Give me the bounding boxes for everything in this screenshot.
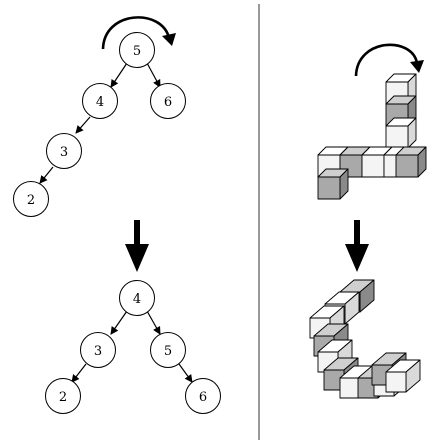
node-label: 5: [164, 344, 172, 359]
cube: [317, 168, 349, 200]
node-label: 2: [59, 390, 67, 405]
tree-edge: [110, 310, 128, 335]
tree-edge: [146, 62, 161, 88]
transition-arrow-icon: [345, 220, 369, 272]
transition-arrow-icon: [125, 220, 149, 272]
tree-node: 5: [150, 332, 186, 368]
tree-node: 6: [185, 378, 221, 414]
tree-node: 5: [119, 32, 155, 68]
node-label: 4: [133, 292, 141, 307]
tree-node: 2: [45, 378, 81, 414]
node-label: 3: [60, 145, 68, 160]
node-label: 5: [133, 44, 141, 59]
tree-edge: [110, 62, 128, 88]
cube: [395, 146, 427, 178]
before-tree: 5 4 6 3 2: [13, 16, 186, 217]
tree-node: 6: [150, 83, 186, 119]
tree-edge: [71, 363, 87, 383]
node-label: 2: [27, 193, 35, 208]
node-label: 6: [164, 95, 172, 110]
tree-edge: [178, 363, 193, 383]
cube-structure-before: [317, 73, 427, 200]
tree-node: 3: [46, 133, 82, 169]
tree-edge: [75, 116, 91, 134]
cube: [385, 117, 417, 149]
rotation-arrow-icon: [101, 16, 171, 50]
tree-node: 4: [119, 280, 155, 316]
cube: [385, 359, 421, 393]
rotation-arrowhead-icon: [410, 60, 424, 73]
tree-node: 2: [13, 181, 49, 217]
node-label: 3: [94, 344, 102, 359]
tree-node: 4: [82, 83, 118, 119]
tree-edge: [39, 166, 54, 184]
tree-node: 3: [80, 332, 116, 368]
node-label: 4: [96, 95, 104, 110]
rotation-arrowhead-icon: [162, 33, 176, 46]
tree-edge: [146, 310, 161, 335]
rotation-arrow-icon: [354, 43, 419, 77]
cube-structure-after: [309, 279, 421, 399]
node-label: 6: [199, 390, 207, 405]
after-tree: 4 3 5 2 6: [45, 280, 221, 414]
